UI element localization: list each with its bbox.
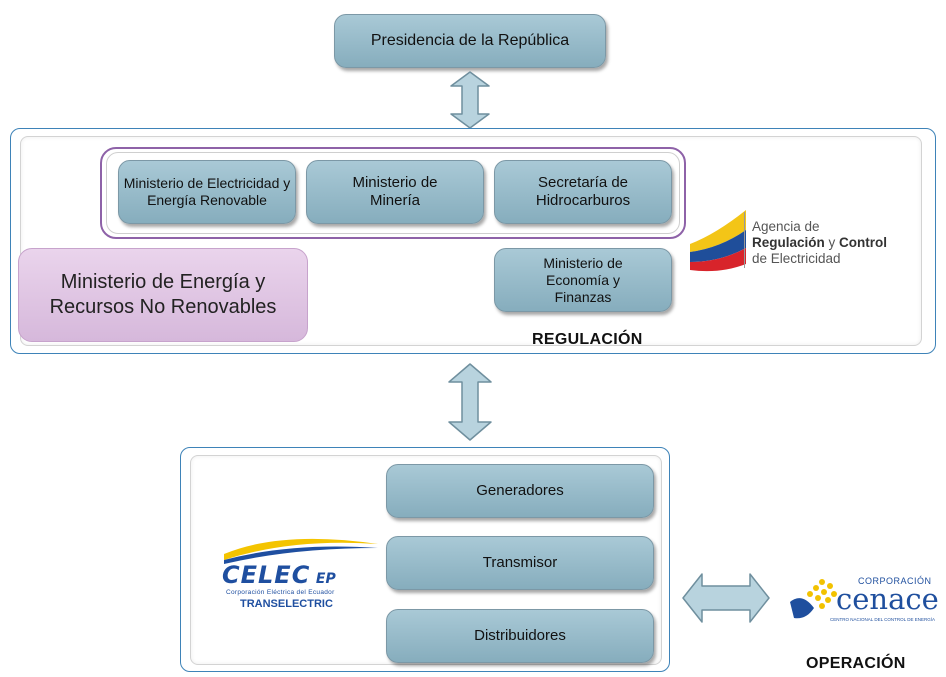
ministry-mining-label: Ministerio de Minería — [352, 174, 438, 209]
celec-brand: CELEC — [222, 561, 311, 589]
presidencia-label: Presidencia de la República — [370, 32, 570, 49]
agency-line1: Agencia de — [752, 219, 820, 234]
agency-logo-divider — [744, 212, 745, 268]
agency-line2-regulacion: Regulación — [752, 235, 825, 250]
double-arrow-vertical-middle — [448, 363, 492, 441]
celec-logo-text: CELEC EP — [222, 561, 382, 589]
distribuidores-label: Distribuidores — [474, 627, 566, 644]
celec-suffix: EP — [315, 571, 336, 587]
ministry-mining-box: Ministerio de Minería — [306, 160, 484, 224]
presidencia-box: Presidencia de la República — [334, 14, 606, 68]
ministry-energy-nonrenewable-box: Ministerio de Energía y Recursos No Reno… — [18, 248, 308, 342]
double-arrow-horizontal — [682, 573, 770, 623]
ministry-electricity-label: Ministerio de Electricidad y Energía Ren… — [123, 175, 291, 208]
agency-line2: Regulación y Control — [752, 235, 887, 251]
ministry-economy-box: Ministerio de Economía y Finanzas — [494, 248, 672, 312]
transmisor-box: Transmisor — [386, 536, 654, 590]
celec-subtitle: Corporación Eléctrica del Ecuador — [226, 589, 335, 596]
double-arrow-vertical-top — [450, 71, 490, 129]
secretaria-hydrocarbons-label: Secretaría de Hidrocarburos — [535, 174, 631, 209]
generadores-box: Generadores — [386, 464, 654, 518]
cenace-logo-icon — [790, 579, 837, 619]
regulation-label: REGULACIÓN — [532, 331, 643, 348]
ministry-energy-nonrenewable-label: Ministerio de Energía y Recursos No Reno… — [49, 271, 277, 318]
agency-line2-y: y — [824, 235, 840, 250]
agency-name: Agencia de Regulación y Control de Elect… — [752, 219, 887, 267]
cenace-name: cenace — [836, 582, 939, 616]
ministries-group-frame — [100, 147, 686, 239]
ministry-economy-label: Ministerio de Economía y Finanzas — [543, 254, 623, 305]
operation-label: OPERACIÓN — [806, 655, 906, 672]
celec-unit: TRANSELECTRIC — [240, 598, 333, 610]
agency-logo-icon — [690, 210, 746, 272]
cenace-top-label: CORPORACIÓN — [858, 576, 932, 586]
ministries-group-inner — [106, 152, 680, 234]
agency-line3: de Electricidad — [752, 251, 841, 266]
agency-line2-control: Control — [839, 235, 888, 250]
cenace-bottom-label: CENTRO NACIONAL DEL CONTROL DE ENERGÍA — [830, 617, 936, 622]
celec-logo-swoosh-icon — [224, 538, 378, 564]
ministry-electricity-box: Ministerio de Electricidad y Energía Ren… — [118, 160, 296, 224]
generadores-label: Generadores — [476, 482, 564, 499]
transmisor-label: Transmisor — [482, 554, 558, 571]
secretaria-hydrocarbons-box: Secretaría de Hidrocarburos — [494, 160, 672, 224]
distribuidores-box: Distribuidores — [386, 609, 654, 663]
